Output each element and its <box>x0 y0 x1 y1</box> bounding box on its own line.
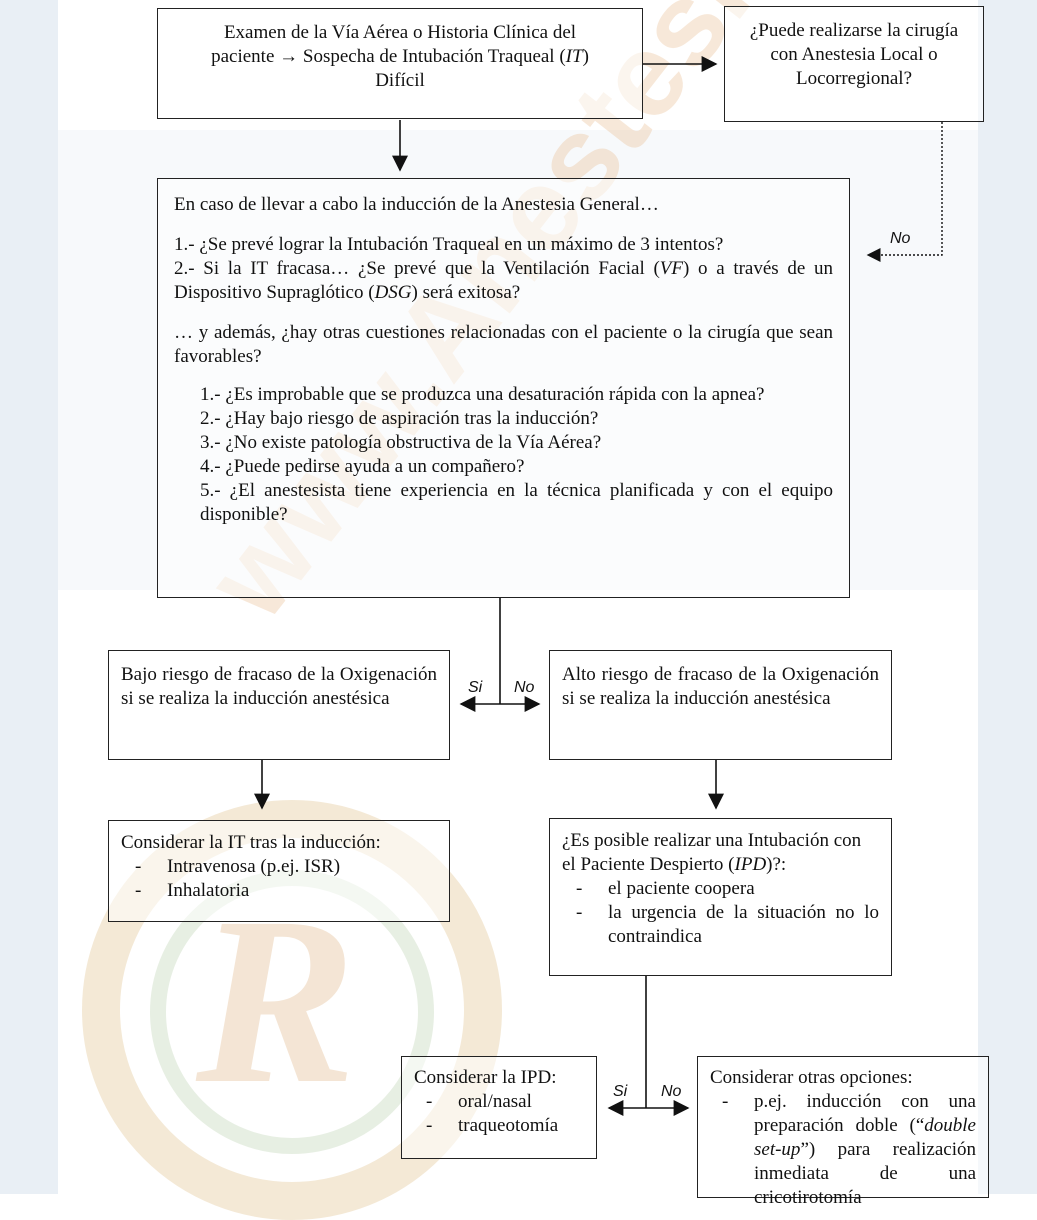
list-item: -Inhalatoria <box>135 880 250 901</box>
right-arrow-icon: → <box>279 46 299 67</box>
list-item: -el paciente coopera <box>576 878 755 899</box>
main-sub4: 4.- ¿Puede pedirse ayuda a un compañero? <box>200 456 525 477</box>
box-consider-it: Considerar la IT tras la inducción: -Int… <box>108 820 450 922</box>
label-si-bottom: Si <box>613 1083 628 1100</box>
label-no-top: No <box>890 230 911 247</box>
consider-it-title: Considerar la IT tras la inducción: <box>121 832 381 853</box>
main-sub5: 5.- ¿El anestesista tiene experiencia en… <box>200 480 833 525</box>
main-sub1: 1.- ¿Es improbable que se produzca una d… <box>200 384 765 405</box>
box-other-options: Considerar otras opciones: -p.ej. inducc… <box>697 1056 989 1208</box>
label-no-mid: No <box>514 679 535 696</box>
list-item: -Intravenosa (p.ej. ISR) <box>135 856 341 877</box>
consider-ipd-list: -oral/nasal -traqueotomía <box>414 1090 584 1138</box>
main-sub3: 3.- ¿No existe patología obstructiva de … <box>200 432 602 453</box>
label-si-mid: Si <box>468 679 483 696</box>
initial-assessment-line1: Examen de la Vía Aérea o Historia Clínic… <box>223 22 577 43</box>
high-risk-text: Alto riesgo de fracaso de la Oxigenación… <box>562 664 879 709</box>
background-stripe-left <box>0 0 58 1194</box>
box-high-risk: Alto riesgo de fracaso de la Oxigenación… <box>549 650 892 760</box>
initial-assessment-line3: Difícil <box>375 70 425 91</box>
box-low-risk: Bajo riesgo de fracaso de la Oxigenación… <box>108 650 450 760</box>
main-q2: 2.- Si la IT fracasa… ¿Se prevé que la V… <box>174 258 833 303</box>
connector-lines <box>254 56 943 1116</box>
other-options-title: Considerar otras opciones: <box>710 1067 913 1088</box>
main-further: … y además, ¿hay otras cuestiones relaci… <box>174 322 833 367</box>
list-item: -p.ej. inducción con una preparación dob… <box>722 1091 976 1208</box>
main-q1: 1.- ¿Se prevé lograr la Intubación Traqu… <box>174 234 724 255</box>
background-stripe-right <box>978 0 1037 1194</box>
box-initial-assessment: Examen de la Vía Aérea o Historia Clínic… <box>157 8 643 119</box>
main-intro: En caso de llevar a cabo la inducción de… <box>174 194 659 215</box>
main-sub2: 2.- ¿Hay bajo riesgo de aspiración tras … <box>200 408 599 429</box>
dotted-no-connector <box>866 122 943 262</box>
other-options-list: -p.ej. inducción con una preparación dob… <box>710 1090 976 1210</box>
awake-list: -el paciente coopera -la urgencia de la … <box>562 877 879 949</box>
list-item: -la urgencia de la situación no lo contr… <box>576 902 879 947</box>
label-no-bottom: No <box>661 1083 682 1100</box>
box-consider-ipd: Considerar la IPD: -oral/nasal -traqueot… <box>401 1056 597 1159</box>
consider-ipd-title: Considerar la IPD: <box>414 1067 557 1088</box>
main-sub-list: 1.- ¿Es improbable que se produzca una d… <box>174 383 833 527</box>
local-anesthesia-text: ¿Puede realizarse la cirugía con Anestes… <box>749 20 959 89</box>
box-awake-intubation: ¿Es posible realizar una Intubación con … <box>549 818 892 976</box>
low-risk-text: Bajo riesgo de fracaso de la Oxigenación… <box>121 664 437 709</box>
awake-title: ¿Es posible realizar una Intubación con … <box>562 830 862 875</box>
box-local-anesthesia: ¿Puede realizarse la cirugía con Anestes… <box>724 6 984 122</box>
consider-it-list: -Intravenosa (p.ej. ISR) -Inhalatoria <box>121 855 437 903</box>
initial-assessment-line2: paciente → Sospecha de Intubación Traque… <box>211 46 589 67</box>
box-general-anesthesia: En caso de llevar a cabo la inducción de… <box>157 178 850 598</box>
list-item: -traqueotomía <box>426 1115 559 1136</box>
list-item: -oral/nasal <box>426 1091 532 1112</box>
